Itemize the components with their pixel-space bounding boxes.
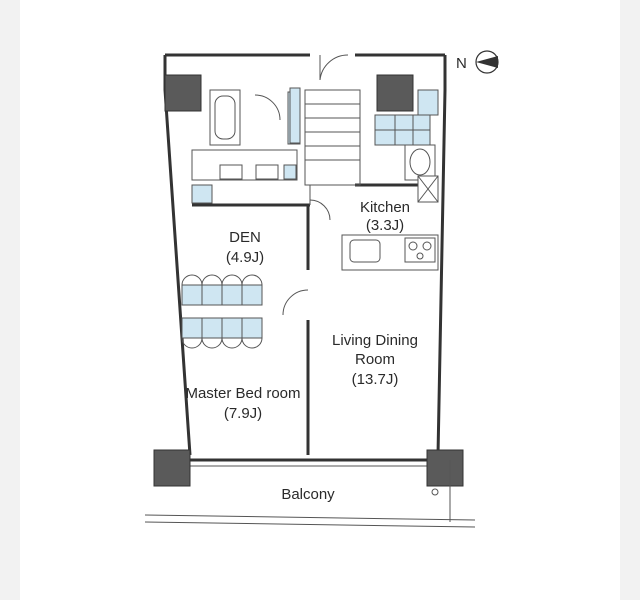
compass: N [456,50,499,74]
stove [404,237,436,263]
column-top-left [164,74,202,112]
column-top-right [376,74,414,112]
master-bedroom-label: Master Bed room [185,385,300,402]
kitchen-size: (3.3J) [366,217,404,234]
sink [349,239,381,263]
master-bedroom-size: (7.9J) [224,405,262,422]
kitchen-area [309,89,439,271]
den-label: DEN [229,229,261,246]
living-size: (13.7J) [352,371,399,388]
floor-plan-diagram: N Kitchen (3.3J) DEN (4.9J) Living Dinin… [144,50,499,528]
entrance-door [319,54,349,81]
balcony-area [144,460,476,528]
column-bottom-right [426,449,464,487]
floor-plan-frame: N Kitchen (3.3J) DEN (4.9J) Living Dinin… [20,0,620,600]
den-storage [181,274,263,349]
balcony-label: Balcony [281,486,335,503]
column-bottom-left [153,449,191,487]
den-size: (4.9J) [226,249,264,266]
washbasin-counter [191,149,298,181]
den-shelf [191,184,213,204]
hall-grid [289,87,361,186]
living-label-line2: Room [355,351,395,368]
compass-letter: N [456,55,467,72]
bedroom-door [282,289,309,316]
living-label-line1: Living Dining [332,332,418,349]
bathroom-area [191,89,301,204]
kitchen-label: Kitchen [360,199,410,216]
